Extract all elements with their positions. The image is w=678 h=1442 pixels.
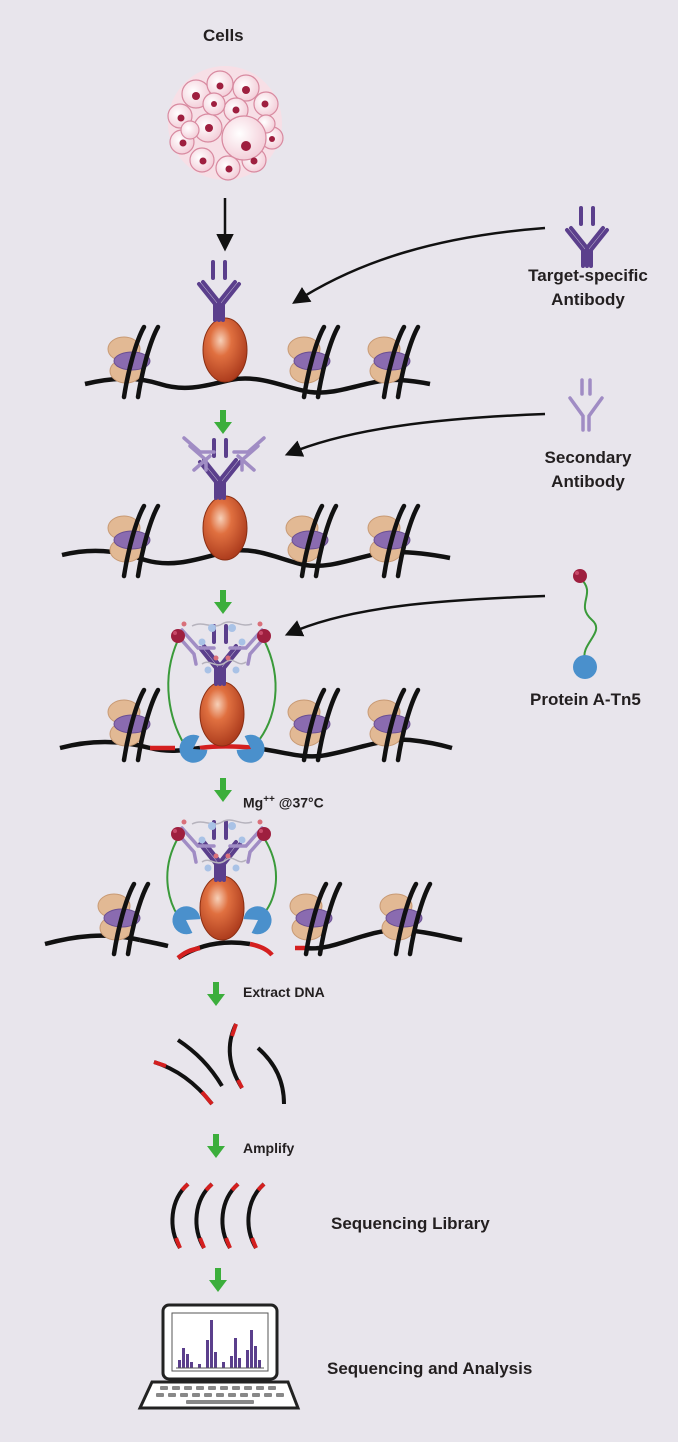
step-arrow-2 <box>214 590 232 614</box>
sequencing-library-label: Sequencing Library <box>331 1214 490 1233</box>
panel-tagmentation <box>44 817 463 960</box>
extract-dna-label: Extract DNA <box>243 984 325 1000</box>
mg-superscript: ++ <box>263 794 275 805</box>
cells-cluster <box>167 66 284 181</box>
step-arrow-5 <box>207 1134 225 1158</box>
target-antibody-arrow <box>292 226 546 304</box>
protein-a-tn5-label: Protein A-Tn5 <box>530 690 641 709</box>
target-antibody-label-line1: Target-specific <box>528 266 648 285</box>
extracted-dna-fragments <box>153 1023 286 1106</box>
mg-condition-label: Mg++ @37°C <box>243 788 324 815</box>
step-arrow-6 <box>209 1268 227 1292</box>
step-arrow-4 <box>207 982 225 1006</box>
mg-temperature: @37°C <box>274 794 324 811</box>
sequencing-analysis-label: Sequencing and Analysis <box>327 1359 533 1378</box>
secondary-antibody-icon <box>568 378 604 432</box>
secondary-antibody-arrow <box>284 412 546 457</box>
amplify-label: Amplify <box>243 1140 295 1156</box>
secondary-antibody-label: Secondary Antibody <box>520 446 656 494</box>
mg-label: Mg <box>243 794 264 811</box>
secondary-antibody-label-line2: Antibody <box>551 472 625 491</box>
panel-secondary-antibody <box>61 436 451 576</box>
sequencing-library <box>170 1182 266 1250</box>
panel-antibody-binding <box>84 260 431 397</box>
panel-pa-tn5-binding <box>59 619 453 768</box>
step-arrow-3 <box>214 778 232 802</box>
target-antibody-icon <box>565 206 609 268</box>
pa-tn5-icon <box>573 569 598 679</box>
pa-tn5-arrow <box>284 594 546 637</box>
laptop-icon <box>137 1303 301 1410</box>
step-arrow-1 <box>214 410 232 434</box>
secondary-antibody-label-line1: Secondary <box>544 448 632 467</box>
target-antibody-label: Target-specific Antibody <box>510 264 666 312</box>
cells-label: Cells <box>203 26 244 45</box>
target-antibody-label-line2: Antibody <box>551 290 625 309</box>
